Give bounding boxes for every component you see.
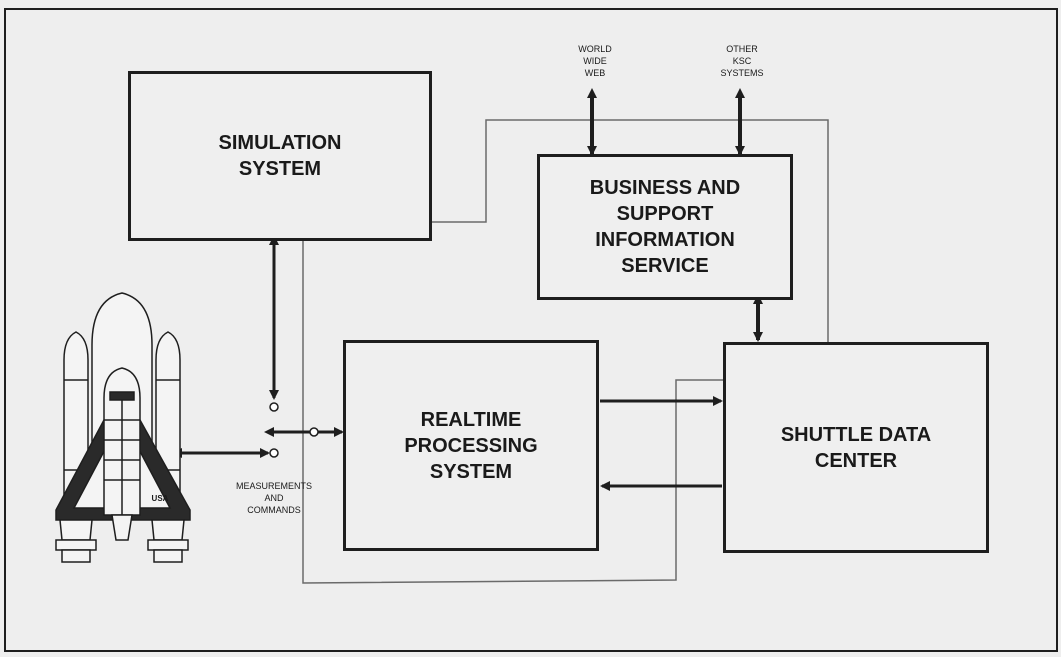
shuttle-data-center-box: SHUTTLE DATA CENTER (723, 342, 989, 553)
world-wide-web-label: WORLD WIDE WEB (565, 43, 625, 79)
realtime-processing-label: REALTIME PROCESSING SYSTEM (404, 407, 537, 485)
switch-contact-top (270, 403, 278, 411)
business-support-box: BUSINESS AND SUPPORT INFORMATION SERVICE (537, 154, 793, 300)
switch-contact-bottom (270, 449, 278, 457)
shuttle-data-center-label: SHUTTLE DATA CENTER (781, 422, 931, 474)
other-ksc-systems-label: OTHER KSC SYSTEMS (712, 43, 772, 79)
measurements-commands-label: MEASUREMENTS AND COMMANDS (224, 480, 324, 516)
simulation-system-label: SIMULATION SYSTEM (219, 130, 342, 182)
space-shuttle-icon (56, 293, 190, 562)
switch-contact-mid (310, 428, 318, 436)
realtime-processing-box: REALTIME PROCESSING SYSTEM (343, 340, 599, 551)
business-support-label: BUSINESS AND SUPPORT INFORMATION SERVICE (590, 175, 740, 279)
simulation-system-box: SIMULATION SYSTEM (128, 71, 432, 241)
shuttle-usa-label: USA (150, 493, 170, 505)
